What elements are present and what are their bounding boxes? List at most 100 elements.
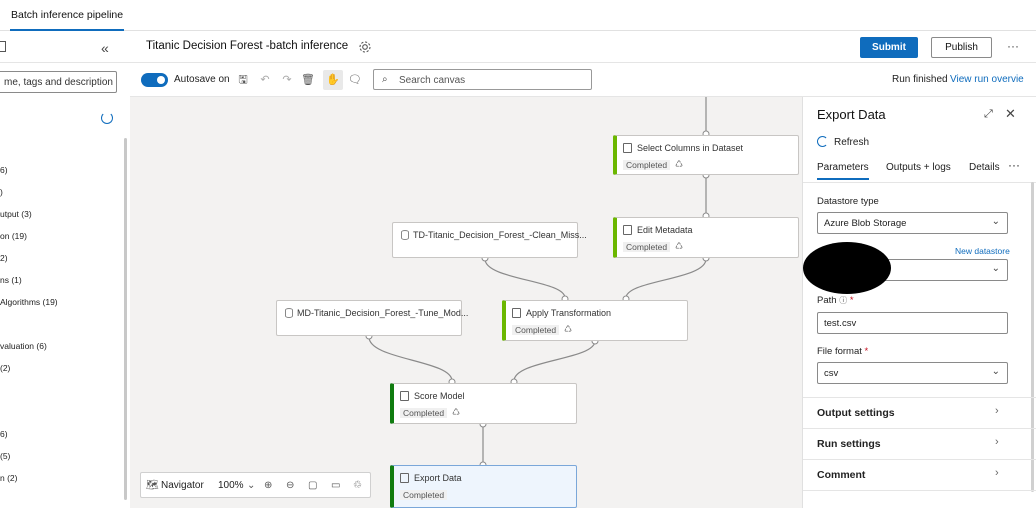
module-icon: [400, 391, 409, 401]
category-item[interactable]: 2): [0, 253, 8, 263]
publish-button[interactable]: Publish: [931, 37, 992, 58]
search-canvas-input[interactable]: ⌕ Search canvas: [373, 69, 592, 90]
node-title: MD-Titanic_Decision_Forest_-Tune_Mod...: [297, 308, 469, 318]
zoom-level[interactable]: 100%: [218, 480, 244, 491]
category-item[interactable]: n (2): [0, 473, 18, 483]
file-format-select[interactable]: csv ⌄: [817, 362, 1008, 384]
expand-icon[interactable]: ⤢: [984, 108, 993, 120]
auto-layout-icon[interactable]: ♲: [353, 480, 362, 491]
node-select-columns[interactable]: Select Columns in Dataset Completed ♺: [613, 135, 799, 175]
node-title: Export Data: [414, 473, 462, 483]
tab-outputs-logs[interactable]: Outputs + logs: [886, 162, 951, 173]
collapse-panel-icon[interactable]: «: [101, 40, 109, 56]
asset-library-panel: [0, 63, 130, 508]
node-apply-transformation[interactable]: Apply Transformation Completed ♺: [502, 300, 688, 341]
category-item[interactable]: 6): [0, 165, 8, 175]
info-icon: ⓘ: [839, 296, 848, 305]
tab-batch-inference[interactable]: Batch inference pipeline: [10, 0, 125, 31]
undo-icon[interactable]: ↶: [260, 74, 270, 86]
navigator-icon[interactable]: 🗺: [146, 480, 159, 491]
refresh-icon[interactable]: [817, 136, 828, 147]
chevron-right-icon: ›: [995, 405, 999, 417]
next-section[interactable]: [803, 490, 1036, 508]
path-input[interactable]: test.csv: [817, 312, 1008, 334]
category-item[interactable]: valuation (6): [0, 341, 47, 351]
chevron-down-icon: ⌄: [991, 366, 1000, 377]
node-score-model[interactable]: Score Model Completed ♺: [390, 383, 577, 424]
category-item[interactable]: 6): [0, 429, 8, 439]
comment-section[interactable]: Comment ›: [803, 459, 1036, 490]
submit-button[interactable]: Submit: [860, 37, 918, 58]
more-tabs-icon[interactable]: ···: [1008, 158, 1020, 172]
reuse-icon: ♺: [564, 324, 573, 334]
tab-bar: Batch inference pipeline: [0, 0, 1036, 31]
actual-size-icon[interactable]: ▭: [331, 480, 341, 491]
tab-details[interactable]: Details: [969, 162, 1000, 173]
node-edit-metadata[interactable]: Edit Metadata Completed ♺: [613, 217, 799, 258]
module-details-panel: [802, 97, 1036, 508]
panel-scrollbar[interactable]: [1031, 182, 1034, 492]
path-label-text: Path: [817, 295, 837, 306]
tab-parameters[interactable]: Parameters: [817, 162, 869, 180]
gear-icon[interactable]: [358, 40, 372, 54]
run-settings-section[interactable]: Run settings ›: [803, 428, 1036, 459]
delete-icon[interactable]: 🗑: [301, 74, 315, 86]
save-icon[interactable]: 🖫: [238, 74, 248, 86]
view-run-overview-link[interactable]: View run overvie: [950, 74, 1024, 85]
autosave-toggle[interactable]: [141, 73, 168, 87]
node-status: Completed: [623, 160, 671, 170]
output-settings-section[interactable]: Output settings ›: [803, 397, 1036, 428]
datastore-type-select[interactable]: Azure Blob Storage ⌄: [817, 212, 1008, 234]
asset-library-icon[interactable]: [0, 41, 6, 52]
node-title: Select Columns in Dataset: [637, 143, 744, 153]
refresh-icon[interactable]: [101, 112, 113, 124]
redaction-mark: [803, 242, 891, 294]
category-item[interactable]: ns (1): [0, 275, 22, 285]
fit-to-screen-icon[interactable]: ▢: [308, 480, 318, 491]
new-datastore-link[interactable]: New datastore: [955, 246, 1010, 256]
node-status: Completed: [512, 325, 560, 335]
category-item[interactable]: (2): [0, 363, 11, 373]
node-status: Completed: [623, 242, 671, 252]
category-item[interactable]: (5): [0, 451, 11, 461]
category-item[interactable]: utput (3): [0, 209, 32, 219]
node-status: Completed: [400, 408, 448, 418]
navigator-label[interactable]: Navigator: [161, 480, 204, 491]
reuse-icon: ♺: [675, 159, 684, 169]
run-status: Run finished: [892, 74, 948, 85]
category-item[interactable]: ): [0, 187, 3, 197]
node-title: Apply Transformation: [526, 308, 612, 318]
node-export-data[interactable]: Export Data Completed: [390, 465, 577, 508]
required-asterisk: *: [849, 295, 854, 306]
file-format-label: File format *: [817, 346, 868, 357]
file-format-value: csv: [824, 368, 839, 379]
dataset-icon: [401, 230, 409, 240]
module-icon: [512, 308, 521, 318]
category-item[interactable]: on (19): [0, 231, 27, 241]
chevron-right-icon: ›: [995, 436, 999, 448]
left-scrollbar[interactable]: [124, 138, 127, 500]
zoom-out-icon[interactable]: ⊖: [286, 480, 295, 491]
file-format-label-text: File format: [817, 346, 862, 357]
search-canvas-placeholder: Search canvas: [399, 75, 466, 86]
refresh-button[interactable]: Refresh: [834, 137, 870, 148]
close-icon[interactable]: ✕: [1005, 106, 1016, 121]
chevron-right-icon: ›: [995, 467, 999, 479]
pan-hand-icon[interactable]: ✋: [323, 70, 343, 90]
path-value: test.csv: [824, 318, 857, 329]
node-md-model[interactable]: MD-Titanic_Decision_Forest_-Tune_Mod...: [276, 300, 468, 336]
node-td-dataset[interactable]: TD-Titanic_Decision_Forest_-Clean_Miss..…: [392, 222, 587, 258]
category-item[interactable]: Algorithms (19): [0, 297, 58, 307]
node-title: TD-Titanic_Decision_Forest_-Clean_Miss..…: [413, 230, 587, 240]
section-title: Run settings: [817, 438, 881, 450]
required-asterisk: *: [864, 346, 869, 357]
zoom-in-icon[interactable]: ⊕: [264, 480, 273, 491]
asset-search-input[interactable]: me, tags and description: [0, 71, 117, 93]
asset-search-placeholder: me, tags and description: [4, 77, 113, 88]
chevron-down-icon[interactable]: ⌄: [247, 480, 256, 491]
redo-icon[interactable]: ↷: [282, 74, 292, 86]
more-options-icon[interactable]: ···: [1007, 39, 1019, 53]
module-icon: [623, 143, 632, 153]
chevron-down-icon: ⌄: [991, 216, 1000, 227]
comment-icon[interactable]: 🗨: [348, 74, 362, 86]
